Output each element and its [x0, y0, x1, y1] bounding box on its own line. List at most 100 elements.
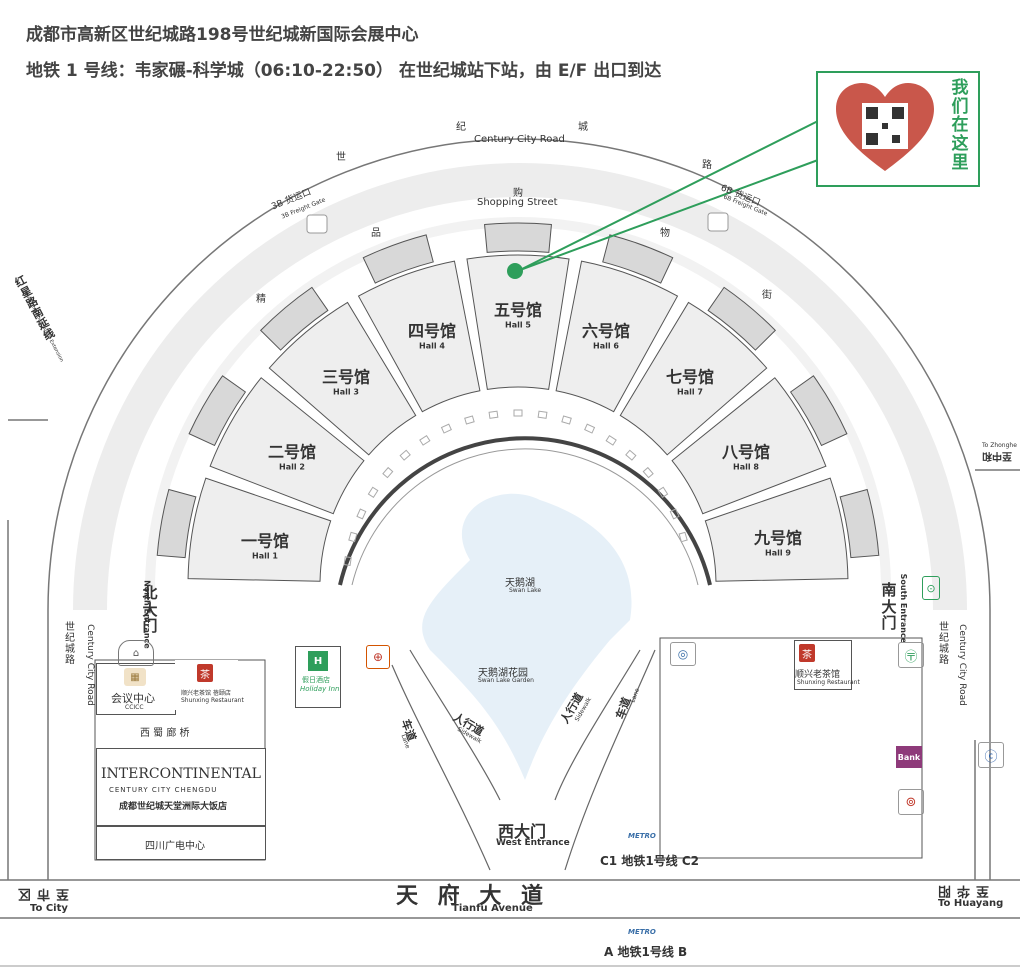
parking-mark — [537, 410, 548, 419]
hall-6-cn: 六号馆 — [581, 321, 631, 341]
xishu-bridge: 西 蜀 廊 桥 — [140, 728, 190, 739]
parking-mark — [657, 486, 669, 499]
parking-mark — [399, 449, 411, 461]
garden-path-left — [409, 649, 501, 801]
courtyard-arc-inner — [351, 448, 699, 586]
swan-lake-cn: 天鹅湖 — [505, 578, 535, 589]
north-gate-icon: ⌂ — [118, 640, 154, 666]
parking-mark — [625, 449, 637, 461]
ccicc-cn: 会议中心 — [111, 692, 155, 705]
holiday-inn-icon: H — [308, 651, 328, 671]
hall-4-tab — [362, 234, 434, 284]
shop-char-4: 物 — [660, 228, 670, 239]
hall-9-tab — [839, 488, 880, 559]
road-char-3: 城 — [578, 122, 588, 133]
metro-station-icon: ◎ — [670, 642, 696, 666]
freight-6b-icon — [707, 212, 729, 232]
marker-line — [519, 114, 831, 271]
east-century-road-cn: 世纪城路 — [939, 622, 949, 666]
qr-heart-icon — [836, 83, 934, 171]
hall-6-tab — [602, 234, 674, 284]
hall-9-shape[interactable] — [704, 477, 849, 582]
road-char-1: 世 — [336, 152, 346, 163]
halls-group — [156, 222, 880, 582]
hall-1-en: Hall 1 — [252, 551, 278, 561]
parking-mark — [488, 410, 499, 419]
hall-1-tab — [156, 488, 197, 559]
north-gate-en: North Entrance — [142, 580, 152, 649]
west-century-road-en: Century City Road — [84, 624, 95, 706]
hall-5-shape[interactable] — [466, 254, 570, 390]
shop-char-5: 街 — [762, 290, 772, 301]
metro-stop-a: A 地铁1号线 B — [604, 945, 688, 959]
parking-mark — [584, 423, 596, 434]
south-gate-cn: 南大门 — [881, 581, 897, 632]
hongxing-road — [7, 419, 48, 880]
parking-mark — [348, 531, 358, 543]
to-city-en: To City — [30, 903, 68, 914]
shunxing-en: Shunxing Restaurant — [797, 679, 860, 686]
parking-mark — [419, 435, 431, 446]
west-gate-cn: 西大门 — [498, 822, 547, 841]
tianfu-avenue-en: Tianfu Avenue — [452, 903, 533, 914]
boc-icon: ⊚ — [898, 789, 924, 815]
hall-6-en: Hall 6 — [593, 341, 619, 351]
parking-mark — [561, 415, 572, 425]
parking-mark — [356, 508, 367, 520]
road-char-4: 路 — [702, 160, 712, 171]
hall-2-tab — [188, 375, 247, 447]
parking-mark — [642, 466, 654, 479]
hall-4-shape[interactable] — [357, 260, 481, 413]
road-char-2: 纪 — [456, 122, 466, 133]
century-road-en: Century City Road — [474, 134, 565, 145]
shunxing-small-icon: 茶 — [197, 664, 213, 682]
hall-3-shape[interactable] — [268, 301, 417, 456]
hall-7-cn: 七号馆 — [665, 367, 715, 387]
to-zhonghe-cn: 至中和 — [982, 450, 1012, 461]
hall-4-en: Hall 4 — [419, 341, 445, 351]
holiday-inn: H 假日酒店 Holiday Inn — [295, 646, 341, 708]
shopping-street-ring-inner — [145, 217, 891, 591]
hall-9-cn: 九号馆 — [753, 528, 803, 548]
hall-5-tab — [484, 222, 552, 253]
century-city-road-arc — [47, 138, 991, 611]
hall-6-shape[interactable] — [555, 260, 679, 413]
icbc-icon: ⊕ — [366, 645, 390, 669]
courtyard-arc — [338, 436, 712, 586]
parking-mark — [382, 466, 394, 479]
shopping-street-ring — [73, 163, 967, 611]
post-office-icon: 〶 — [898, 642, 924, 668]
swan-garden-cn: 天鹅湖花园 — [478, 668, 528, 679]
west-gate-en: West Entrance — [496, 838, 570, 848]
cmb-icon: ⓒ — [978, 742, 1004, 768]
shunxing-icon: 茶 — [799, 644, 815, 662]
hall-7-shape[interactable] — [619, 301, 768, 456]
north-gate-cn: 北大门 — [142, 584, 158, 635]
hall-3-cn: 三号馆 — [321, 367, 371, 387]
hall-8-shape[interactable] — [671, 377, 827, 515]
sichuan-tv-cn: 四川广电中心 — [145, 841, 205, 852]
hall-1-shape[interactable] — [187, 477, 332, 582]
shunxing-small-en: Shunxing Restaurant — [181, 697, 244, 704]
hall-5-en: Hall 5 — [505, 320, 531, 330]
garden-path-right — [554, 649, 641, 801]
hall-8-cn: 八号馆 — [721, 442, 771, 462]
parking-mark — [464, 415, 475, 425]
hall-2-shape[interactable] — [209, 377, 365, 515]
metro-directions: 地铁 1 号线：韦家碾-科学城（06:10-22:50） 在世纪城站下站，由 E… — [26, 61, 662, 81]
metro-stop-c: C1 地铁1号线 C2 — [600, 854, 700, 868]
marker-line-2 — [519, 159, 819, 271]
interconti-cn: 成都世纪城天堂洲际大饭店 — [119, 802, 228, 812]
sichuan-tv-building: 四川广电中心 — [96, 826, 266, 860]
hall-5-cn: 五号馆 — [493, 300, 543, 320]
